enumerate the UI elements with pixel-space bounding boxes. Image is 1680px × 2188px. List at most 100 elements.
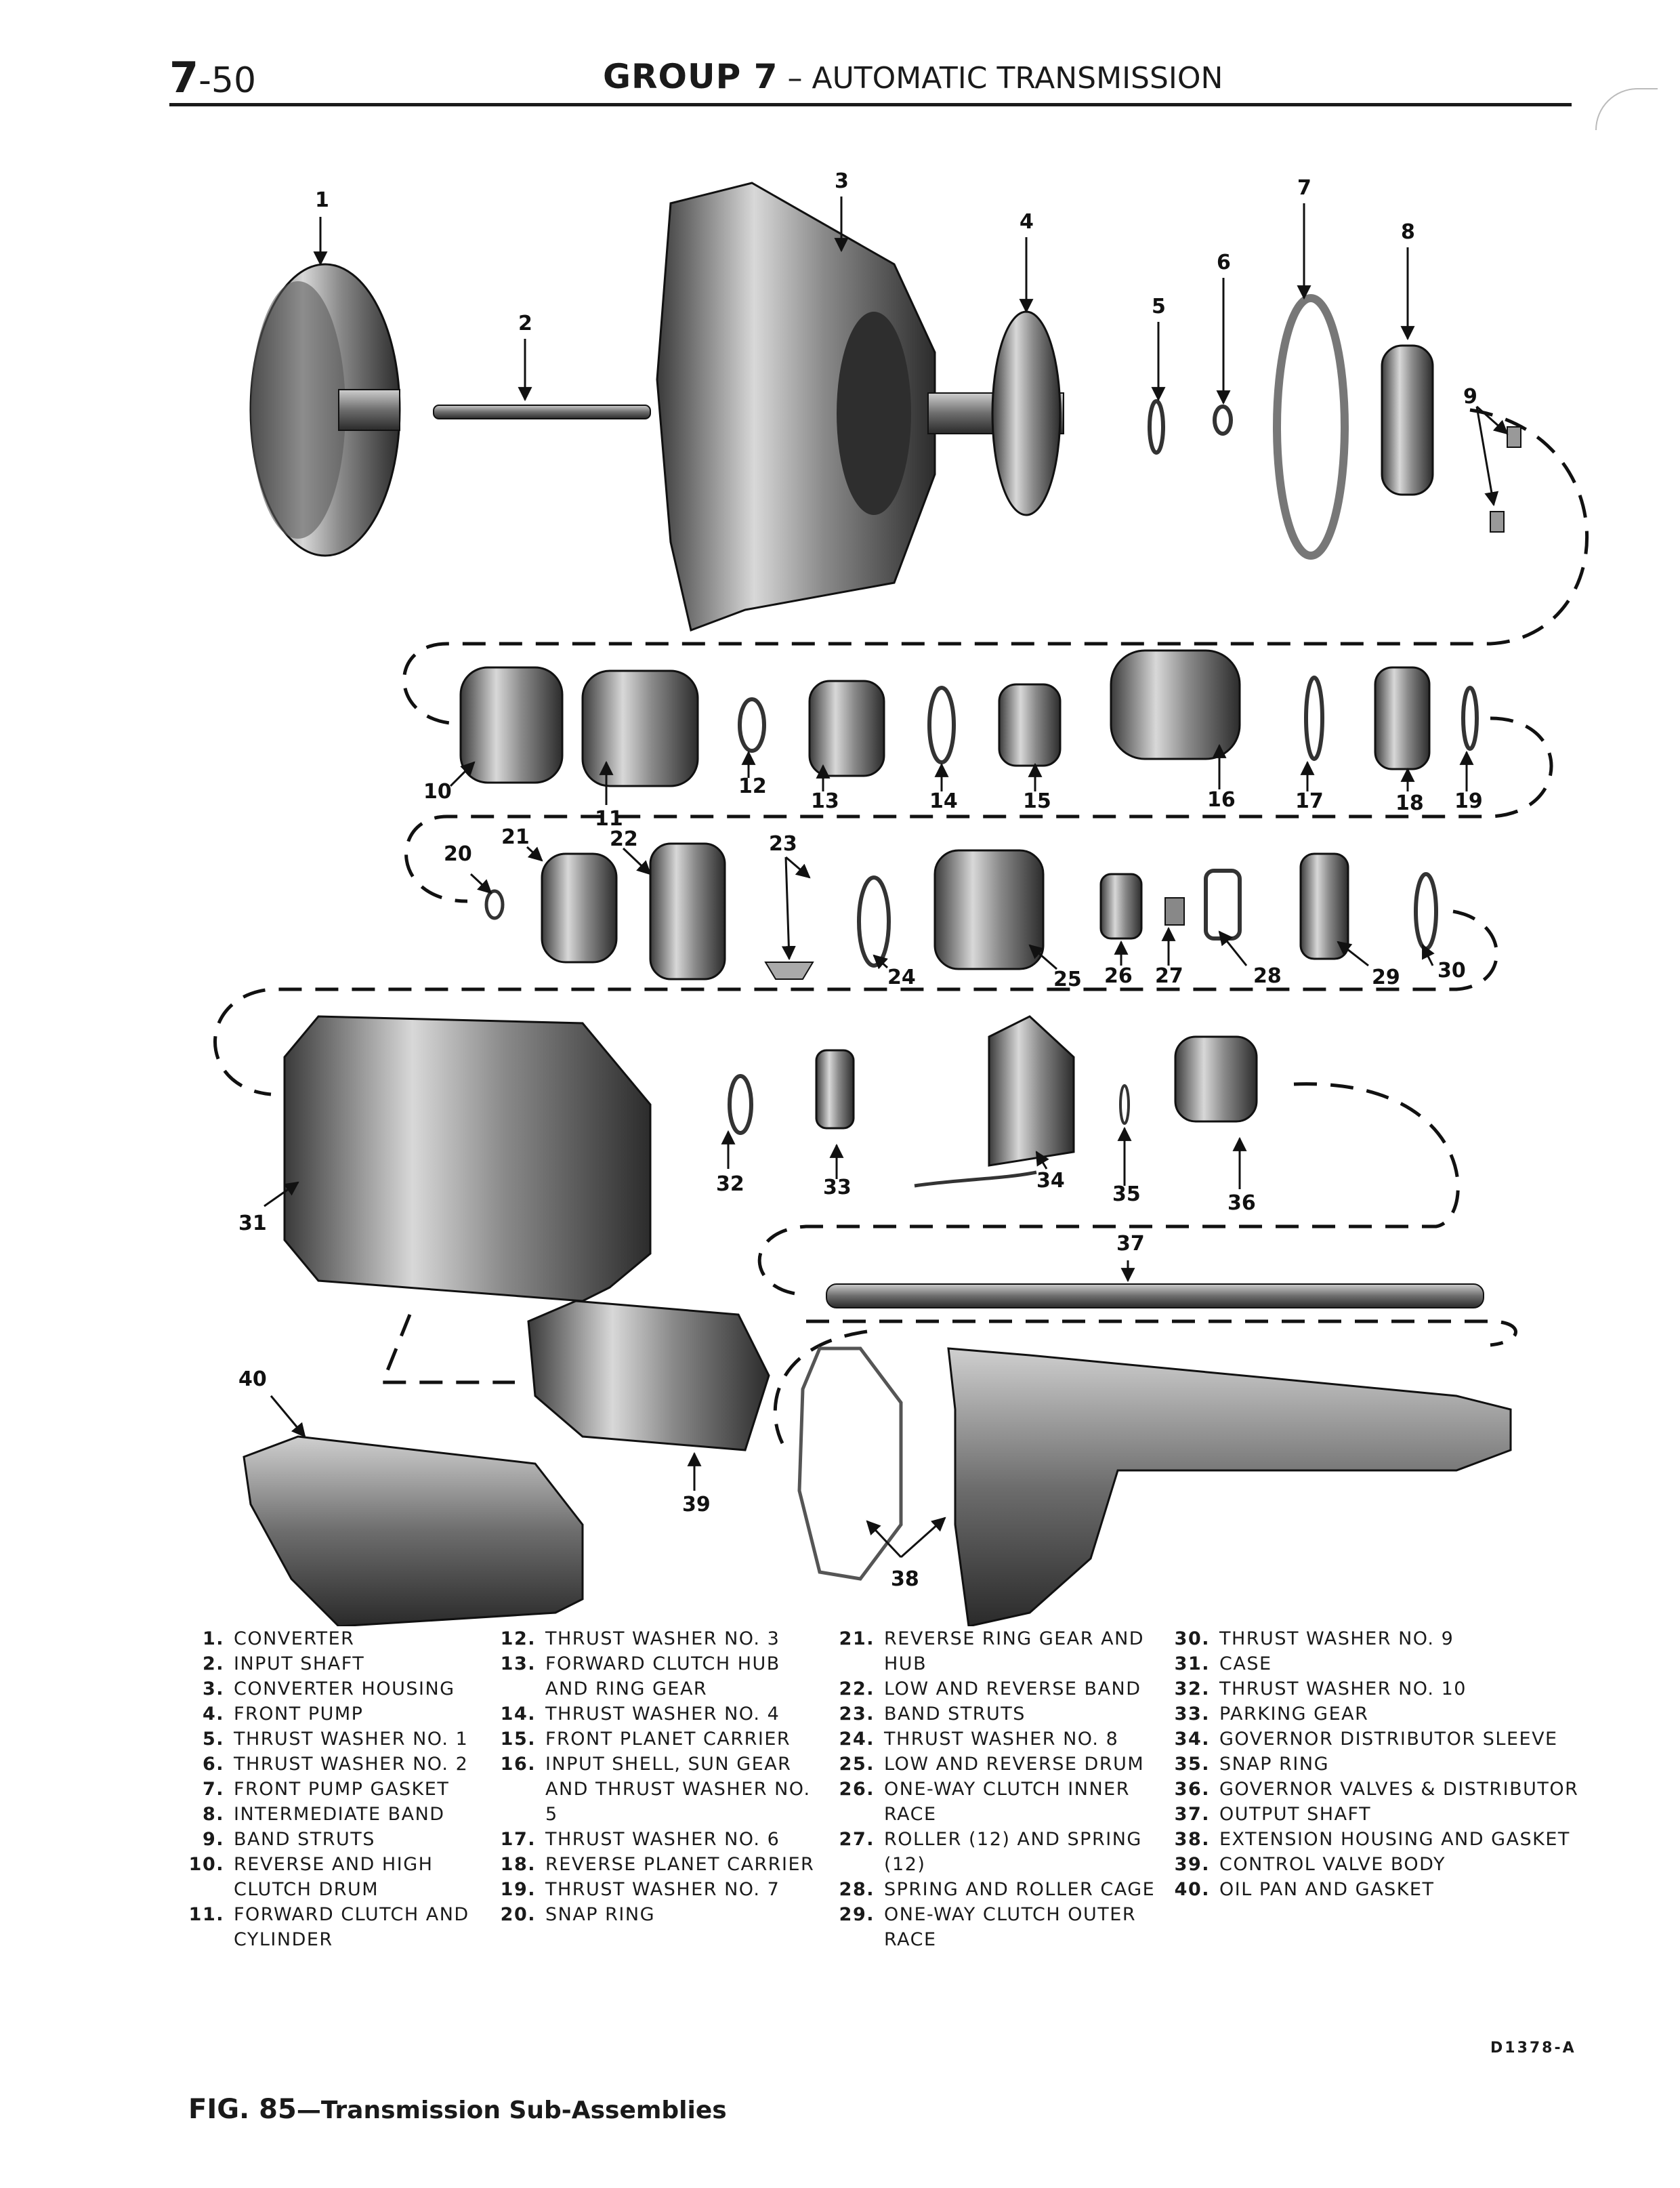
legend-item-text: THRUST WASHER NO. 10 — [1219, 1678, 1467, 1699]
legend-item: 22.LOW AND REVERSE BAND — [830, 1676, 1182, 1701]
legend-item-text: ROLLER (12) AND SPRING (12) — [884, 1829, 1142, 1875]
legend-item-text: REVERSE RING GEAR AND HUB — [884, 1628, 1145, 1674]
legend-item-text: LOW AND REVERSE BAND — [884, 1678, 1141, 1699]
callout-29: 29 — [1372, 966, 1400, 989]
page-header: 7-50 GROUP 7 – AUTOMATIC TRANSMISSION — [169, 47, 1572, 108]
legend-item-number: 13. — [500, 1653, 536, 1674]
legend-item-text: CASE — [1219, 1653, 1272, 1674]
legend-item-number: 33. — [1174, 1704, 1210, 1725]
callout-19: 19 — [1454, 789, 1483, 813]
part-band-struts — [1507, 426, 1521, 448]
legend-item-number: 37. — [1174, 1804, 1210, 1825]
legend-item-text: CONVERTER — [234, 1628, 355, 1649]
part-one-way-inner-race — [1099, 873, 1143, 940]
legend-item: 14. THRUST WASHER NO. 4 — [491, 1701, 830, 1727]
legend-item-text: THRUST WASHER NO. 9 — [1219, 1628, 1454, 1649]
legend-item: 35.SNAP RING — [1165, 1752, 1585, 1777]
legend-item-text: GOVERNOR DISTRIBUTOR SLEEVE — [1219, 1729, 1558, 1750]
group-title: GROUP 7 – AUTOMATIC TRANSMISSION — [603, 57, 1223, 96]
legend-item-number: 32. — [1174, 1678, 1210, 1699]
legend-item-number: 39. — [1174, 1854, 1210, 1875]
figure-number: FIG. 85 — [188, 2094, 297, 2125]
legend-item-number: 29. — [839, 1904, 875, 1925]
part-rollers-springs — [1164, 897, 1185, 926]
callout-34: 34 — [1036, 1169, 1065, 1193]
legend-item-number: 5. — [202, 1729, 224, 1750]
legend-item-text: THRUST WASHER NO. 2 — [234, 1754, 469, 1775]
drawing-code: D1378-A — [1490, 2040, 1576, 2057]
part-input-shell — [1110, 649, 1241, 760]
part-roller-cage — [1204, 869, 1242, 941]
part-thrust-washer-1 — [1148, 399, 1165, 455]
legend-item-number: 17. — [500, 1829, 536, 1850]
legend-item: 26.ONE-WAY CLUTCH INNER RACE — [830, 1777, 1182, 1827]
part-thrust-washer-9 — [1414, 872, 1438, 951]
legend-item: 38.EXTENSION HOUSING AND GASKET — [1165, 1827, 1585, 1852]
legend-item-text: OUTPUT SHAFT — [1219, 1804, 1372, 1825]
legend-item: 32. THRUST WASHER NO. 10 — [1165, 1676, 1585, 1701]
callout-7: 7 — [1297, 176, 1311, 200]
part-reverse-high-clutch-drum — [459, 666, 564, 784]
callout-10: 10 — [423, 780, 452, 804]
part-forward-clutch-hub — [808, 680, 885, 777]
callout-20: 20 — [444, 842, 472, 866]
legend-item-number: 19. — [500, 1879, 536, 1900]
legend-item-number: 20. — [500, 1904, 536, 1925]
callout-labels: 1 2 3 4 5 6 7 8 9 10 11 12 13 14 15 16 1… — [238, 169, 1483, 1591]
page-number: 7-50 — [169, 53, 257, 102]
callout-32: 32 — [716, 1172, 744, 1196]
legend-item: 37. OUTPUT SHAFT — [1165, 1802, 1585, 1827]
part-low-reverse-drum — [933, 849, 1045, 970]
legend-item-text: SNAP RING — [545, 1904, 656, 1925]
callout-3: 3 — [835, 169, 849, 193]
exploded-diagram: 1 2 3 4 5 6 7 8 9 10 11 12 13 14 15 16 1… — [213, 169, 1589, 1626]
legend-item-text: FORWARD CLUTCH AND CYLINDER — [234, 1904, 469, 1950]
legend-item-text: THRUST WASHER NO. 4 — [545, 1704, 780, 1725]
legend-item-number: 14. — [500, 1704, 536, 1725]
callout-leaders — [264, 197, 1509, 1559]
legend-item: 25.LOW AND REVERSE DRUM — [830, 1752, 1182, 1777]
part-case — [283, 1015, 652, 1302]
legend-item-number: 18. — [500, 1854, 536, 1875]
part-thrust-washer-4 — [927, 686, 956, 764]
legend-item: 31.CASE — [1165, 1651, 1585, 1676]
row-reverse-parts — [484, 842, 1438, 981]
callout-11: 11 — [595, 807, 623, 831]
callout-33: 33 — [823, 1176, 852, 1199]
legend-item-text: CONTROL VALVE BODY — [1219, 1854, 1446, 1875]
callout-9: 9 — [1463, 385, 1477, 409]
callout-1: 1 — [315, 188, 329, 212]
legend-item: 10.REVERSE AND HIGH CLUTCH DRUM — [180, 1852, 498, 1902]
legend-item: 5.THRUST WASHER NO. 1 — [180, 1727, 498, 1752]
legend-item-number: 1. — [202, 1628, 224, 1649]
callout-30: 30 — [1437, 959, 1466, 983]
callout-17: 17 — [1295, 789, 1324, 813]
legend-item: 1. CONVERTER — [180, 1626, 498, 1651]
callout-40: 40 — [238, 1367, 267, 1391]
callout-36: 36 — [1227, 1191, 1256, 1215]
legend-item-text: LOW AND REVERSE DRUM — [884, 1754, 1145, 1775]
legend-item-text: FRONT PUMP — [234, 1704, 364, 1725]
legend-item: 40.OIL PAN AND GASKET — [1165, 1877, 1585, 1902]
legend-item: 8.INTERMEDIATE BAND — [180, 1802, 498, 1827]
part-front-pump — [927, 310, 1064, 516]
part-governor-sleeve — [988, 1015, 1075, 1167]
part-thrust-washer-7 — [1461, 686, 1479, 751]
part-reverse-ring-gear — [541, 852, 618, 964]
callout-8: 8 — [1401, 220, 1415, 244]
legend-item-number: 2. — [202, 1653, 224, 1674]
legend-item: 30.THRUST WASHER NO. 9 — [1165, 1626, 1585, 1651]
part-converter — [249, 263, 401, 557]
callout-14: 14 — [929, 789, 958, 813]
legend-item: 24.THRUST WASHER NO. 8 — [830, 1727, 1182, 1752]
callout-13: 13 — [811, 789, 839, 813]
part-forward-clutch-cylinder — [581, 669, 699, 787]
header-rule — [169, 103, 1572, 106]
legend-item: 3.CONVERTER HOUSING — [180, 1676, 498, 1701]
legend-item: 33.PARKING GEAR — [1165, 1701, 1585, 1727]
callout-12: 12 — [738, 775, 767, 798]
callout-6: 6 — [1217, 251, 1231, 274]
legend-item-number: 40. — [1174, 1879, 1210, 1900]
